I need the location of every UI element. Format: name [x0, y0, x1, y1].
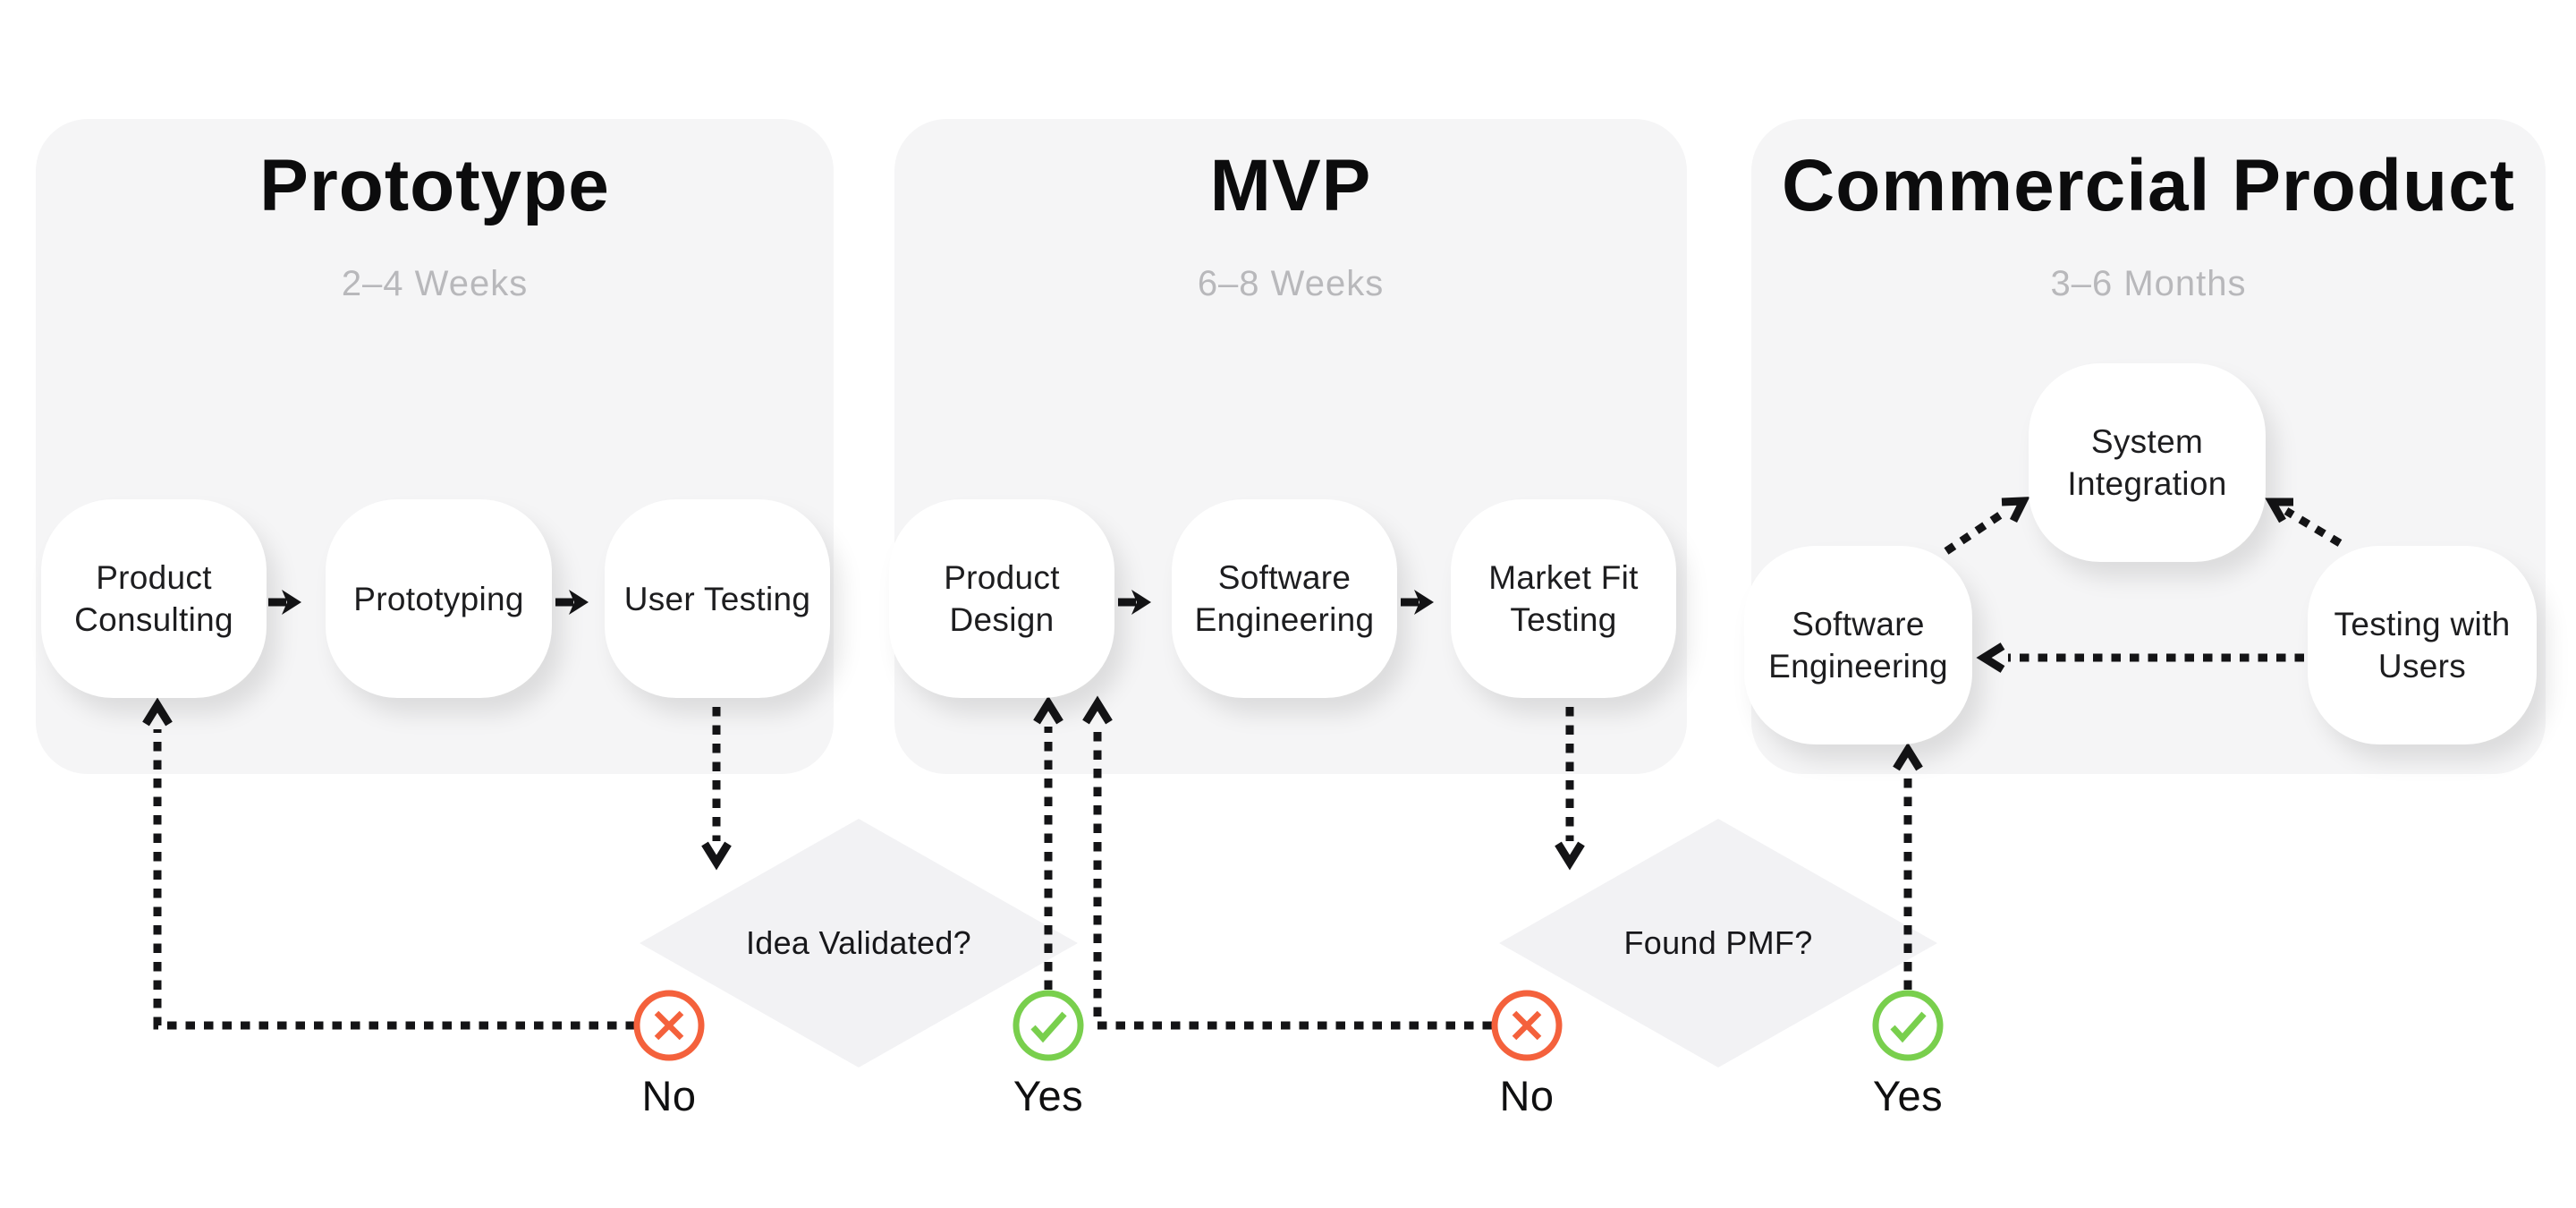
arrow-product-design-to-software-engineering [1118, 590, 1151, 615]
arrow-software-engineering-to-system-integration [1944, 497, 2030, 555]
decision-diamond-found-pmf [1499, 819, 1937, 1068]
phase-title-mvp: MVP [1209, 145, 1372, 226]
step-node-software-engineering-commercial: Software Engineering [1744, 546, 1972, 744]
arrow-market-fit-to-found-pmf [1555, 707, 1585, 871]
cross-icon [1491, 990, 1563, 1061]
step-node-prototyping: Prototyping [326, 499, 552, 698]
arrow-idea-validated-yes-to-product-design [1033, 695, 1063, 990]
step-node-user-testing: User Testing [605, 499, 830, 698]
yes-label: Yes [1013, 1072, 1084, 1119]
step-node-market-fit-testing: Market Fit Testing [1451, 499, 1676, 698]
phase-duration-mvp: 6–8 Weeks [1197, 264, 1385, 303]
arrow-found-pmf-yes-to-software-engineering [1893, 742, 1923, 990]
arrow-prototyping-to-user-testing [555, 590, 589, 615]
step-node-testing-with-users: Testing with Users [2308, 546, 2537, 744]
no-label: No [641, 1072, 697, 1119]
arrow-user-testing-to-idea-validated [701, 707, 732, 871]
decision-question-found-pmf: Found PMF? [1623, 924, 1813, 961]
phase-duration-commercial: 3–6 Months [2050, 264, 2247, 303]
arrow-found-pmf-no-to-product-design [1082, 695, 1492, 1030]
yes-label: Yes [1872, 1072, 1944, 1119]
phase-title-commercial: Commercial Product [1782, 145, 2515, 226]
step-node-system-integration: System Integration [2029, 363, 2266, 562]
step-node-product-design: Product Design [889, 499, 1114, 698]
no-label: No [1499, 1072, 1555, 1119]
arrow-idea-validated-no-to-product-consulting [142, 697, 635, 1030]
check-icon [1013, 990, 1084, 1061]
check-icon [1872, 990, 1944, 1061]
arrow-testing-with-users-to-software-engineering [1976, 642, 2304, 673]
cross-icon [633, 990, 705, 1061]
decision-diamond-idea-validated [640, 819, 1078, 1068]
arrow-testing-with-users-to-system-integration [2265, 498, 2343, 547]
arrow-product-consulting-to-prototyping [268, 590, 301, 615]
decision-question-idea-validated: Idea Validated? [745, 924, 972, 961]
step-node-software-engineering-mvp: Software Engineering [1172, 499, 1397, 698]
phase-title-prototype: Prototype [259, 145, 610, 226]
step-node-product-consulting: Product Consulting [41, 499, 267, 698]
phase-duration-prototype: 2–4 Weeks [341, 264, 529, 303]
arrow-software-engineering-to-market-fit [1401, 590, 1434, 615]
